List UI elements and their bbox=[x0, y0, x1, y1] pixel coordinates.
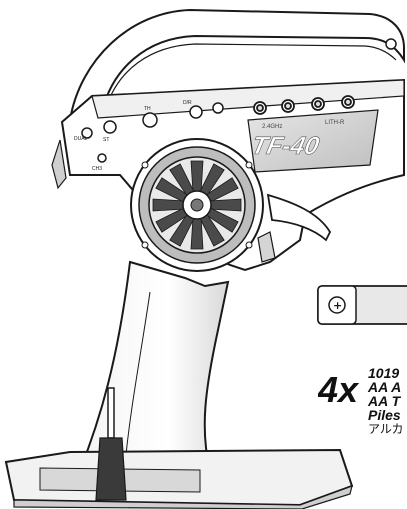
svg-text:+: + bbox=[333, 299, 342, 312]
battery-spec-lines: 1019 AA A AA T Piles アルカ bbox=[368, 366, 404, 436]
trim-buttons bbox=[253, 95, 355, 115]
knob-label: ST bbox=[103, 137, 109, 143]
knob-label: CH3 bbox=[92, 166, 102, 172]
battery-callout: 4x 1019 AA A AA T Piles アルカ bbox=[318, 366, 407, 448]
knob-label: TH bbox=[144, 106, 151, 112]
battery-spec-line: 1019 bbox=[368, 366, 400, 381]
dial-knob bbox=[81, 127, 93, 139]
model-sub-label: LITH-R bbox=[325, 120, 345, 126]
dial-knobs bbox=[81, 102, 224, 163]
battery-count: 4x bbox=[318, 369, 359, 410]
handle-pin-icon bbox=[385, 38, 397, 50]
throttle-trigger bbox=[266, 193, 332, 242]
battery-spec-line: Piles bbox=[368, 407, 401, 423]
dial-knob bbox=[142, 112, 158, 128]
wheel-hub-icon bbox=[190, 198, 204, 212]
battery-spec-line: アルカ bbox=[368, 422, 404, 436]
battery-spec-line: AA T bbox=[368, 393, 401, 409]
dial-knob bbox=[97, 153, 107, 163]
antenna bbox=[95, 387, 127, 501]
model-panel bbox=[247, 109, 379, 173]
dial-knob bbox=[189, 105, 203, 119]
model-label: TF-40 bbox=[249, 132, 322, 160]
dial-knob bbox=[103, 120, 117, 134]
knob-label: D/R bbox=[183, 100, 192, 106]
battery-spec-line: AA A bbox=[368, 379, 402, 395]
panel-side-label: 2.4GHz bbox=[262, 124, 282, 130]
carry-handle bbox=[68, 8, 405, 122]
knob-label: DUAL bbox=[74, 136, 88, 142]
dial-knob bbox=[212, 102, 224, 114]
aa-battery-icon: + bbox=[317, 285, 407, 325]
steering-wheel bbox=[130, 138, 264, 272]
